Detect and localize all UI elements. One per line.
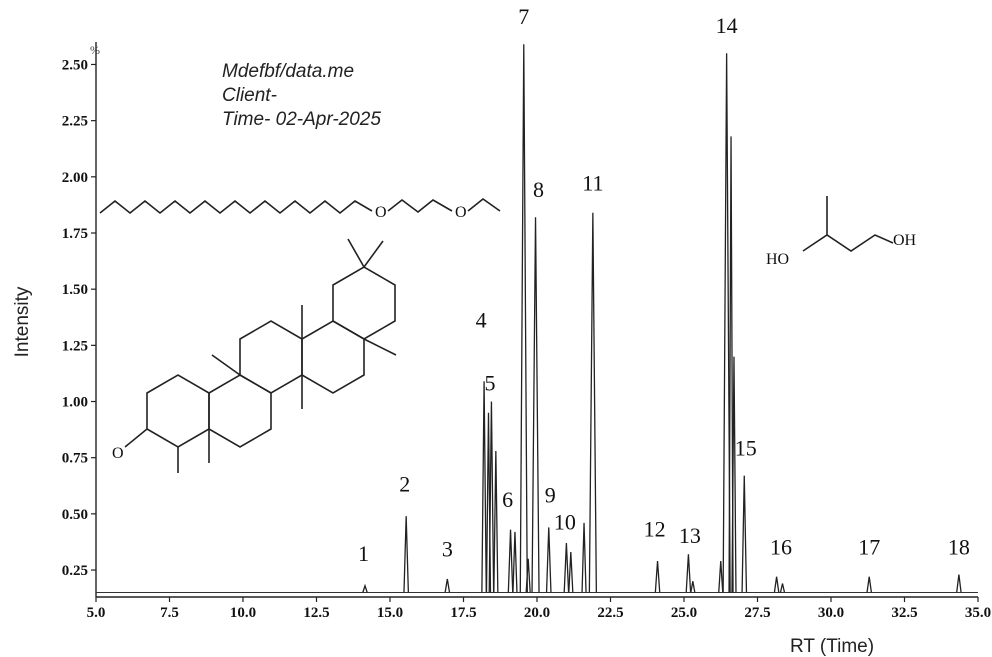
y-tick-label: 2.00 <box>62 170 88 186</box>
x-tick-label: 17.5 <box>450 605 476 621</box>
peak-label-8: 8 <box>533 177 544 202</box>
peak-4 <box>481 381 487 593</box>
peak-label-5: 5 <box>484 370 495 395</box>
peak-9 <box>545 527 552 593</box>
peak-10 <box>563 543 570 593</box>
x-axis-title: RT (Time) <box>790 636 874 657</box>
minor-peak <box>731 356 737 593</box>
minor-peak <box>581 522 587 593</box>
peak-label-10: 10 <box>554 510 576 535</box>
peak-3 <box>444 578 451 593</box>
diol-structure <box>802 234 894 252</box>
peak-label-17: 17 <box>858 534 880 559</box>
peak-label-12: 12 <box>644 516 666 541</box>
x-tick-label: 25.0 <box>671 605 697 621</box>
y-tick-label: 1.00 <box>62 395 88 411</box>
y-tick-label: 2.25 <box>62 114 88 130</box>
y-tick-label: 1.25 <box>62 338 88 354</box>
peak-12 <box>654 561 661 593</box>
minor-peak <box>779 583 786 593</box>
peak-label-16: 16 <box>770 534 792 559</box>
peak-2 <box>403 516 410 593</box>
peak-label-3: 3 <box>442 537 453 562</box>
x-tick-label: 27.5 <box>744 605 770 621</box>
x-tick-label: 32.5 <box>891 605 917 621</box>
peak-label-14: 14 <box>716 13 738 38</box>
peak-label-7: 7 <box>518 4 529 29</box>
y-axis-title: Intensity <box>12 286 33 357</box>
peak-7 <box>519 44 528 593</box>
ether-oxygen-1: O <box>375 204 387 221</box>
x-tick-label: 12.5 <box>303 605 329 621</box>
x-tick-label: 7.5 <box>160 605 179 621</box>
peak-label-18: 18 <box>948 534 970 559</box>
peak-label-1: 1 <box>358 541 369 566</box>
ketone-oxygen-label: O <box>112 445 124 462</box>
peak-14 <box>722 53 731 593</box>
minor-peak <box>568 552 574 593</box>
x-tick-label: 30.0 <box>818 605 844 621</box>
peak-15 <box>741 475 748 593</box>
header-line-1: Mdefbf/data.me <box>222 61 355 82</box>
peak-8 <box>531 217 540 593</box>
peak-17 <box>866 576 873 593</box>
peak-label-2: 2 <box>399 471 410 496</box>
peak-11 <box>588 212 598 593</box>
y-tick-label: 0.25 <box>62 563 88 579</box>
diol-oh-label: OH <box>893 232 917 249</box>
minor-peak <box>512 531 518 593</box>
peak-16 <box>773 576 780 593</box>
peak-18 <box>956 574 962 593</box>
peak-label-11: 11 <box>582 170 603 195</box>
diol-ho-label: HO <box>766 251 789 268</box>
ether-oxygen-2: O <box>455 204 467 221</box>
peak-label-9: 9 <box>545 483 556 508</box>
y-tick-label: 2.50 <box>62 57 88 73</box>
ether-chain-structure-2 <box>387 198 453 214</box>
y-tick-label: 1.50 <box>62 282 88 298</box>
chromatogram-trace <box>96 44 978 594</box>
header-info: Mdefbf/data.me Client- Time- 02-Apr-2025 <box>222 60 381 132</box>
peak-5 <box>488 401 495 593</box>
molecule-structures: O O HO OH O <box>99 196 917 473</box>
x-tick-label: 20.0 <box>524 605 550 621</box>
x-tick-label: 35.0 <box>965 605 991 621</box>
peak-label-6: 6 <box>502 487 513 512</box>
peak-6 <box>507 529 514 593</box>
peak-label-15: 15 <box>735 435 757 460</box>
x-tick-label: 15.0 <box>377 605 403 621</box>
x-tick-label: 22.5 <box>597 605 623 621</box>
peak-13 <box>685 554 692 593</box>
axes: % 0.25 0.50 0.75 1.00 1.25 1.50 1.75 2.00 2.25 2.5… <box>12 42 991 657</box>
peak-label-13: 13 <box>679 523 701 548</box>
minor-peak <box>690 581 696 593</box>
x-tick-label: 10.0 <box>230 605 256 621</box>
x-tick-label: 5.0 <box>87 605 106 621</box>
header-line-3: Time- 02-Apr-2025 <box>222 109 381 130</box>
y-axis-corner-mark: % <box>90 43 100 57</box>
peak-1 <box>362 583 368 593</box>
peak-label-4: 4 <box>476 307 487 332</box>
y-tick-label: 1.75 <box>62 226 88 242</box>
ether-chain-structure <box>99 199 373 215</box>
y-tick-label: 0.75 <box>62 451 88 467</box>
minor-peak <box>718 561 724 593</box>
ether-chain-structure-3 <box>467 197 501 212</box>
y-tick-label: 0.50 <box>62 507 88 523</box>
triterpenoid-structure <box>124 238 397 473</box>
header-line-2: Client- <box>222 85 277 106</box>
minor-peak <box>493 450 499 593</box>
